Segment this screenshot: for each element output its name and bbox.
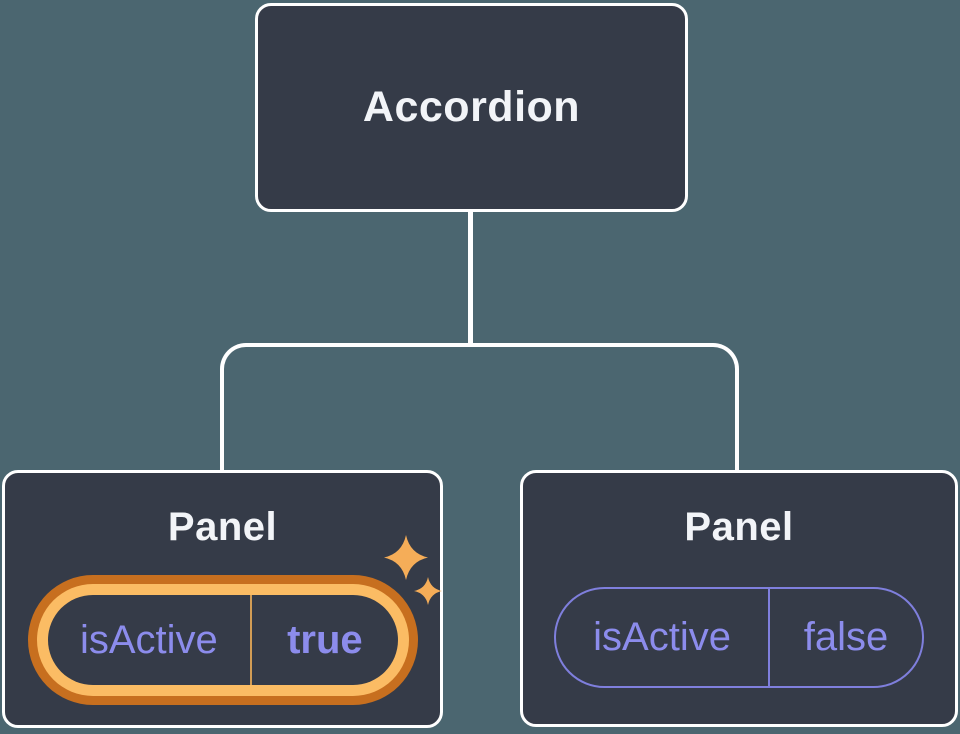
prop-value: false xyxy=(803,615,889,659)
sparkle-small-icon xyxy=(414,577,442,605)
sparkles-icon xyxy=(384,535,442,605)
prop-pill-active: isActive true xyxy=(47,595,398,685)
prop-key: isActive xyxy=(79,617,218,662)
panel-node-inactive: Panel isActive false xyxy=(520,470,958,727)
accordion-node: Accordion xyxy=(255,3,688,212)
prop-value-cell: false xyxy=(770,589,922,686)
prop-value: true xyxy=(287,617,363,662)
panel-node-active: Panel isActive true xyxy=(2,470,443,728)
prop-pill-inactive: isActive false xyxy=(554,587,924,688)
connector-bracket xyxy=(220,343,739,473)
prop-highlight-ring-outer: isActive true xyxy=(27,575,418,705)
panel-node-label: Panel xyxy=(684,505,794,549)
prop-key-cell: isActive xyxy=(48,595,253,685)
prop-key-cell: isActive xyxy=(556,589,771,686)
sparkle-large-icon xyxy=(384,535,428,580)
connector-stem xyxy=(468,210,473,347)
accordion-node-label: Accordion xyxy=(362,83,581,131)
prop-highlight-ring-inner: isActive true xyxy=(36,584,409,696)
prop-value-cell: true xyxy=(252,595,397,685)
panel-node-label: Panel xyxy=(167,505,278,549)
prop-key: isActive xyxy=(593,615,731,659)
